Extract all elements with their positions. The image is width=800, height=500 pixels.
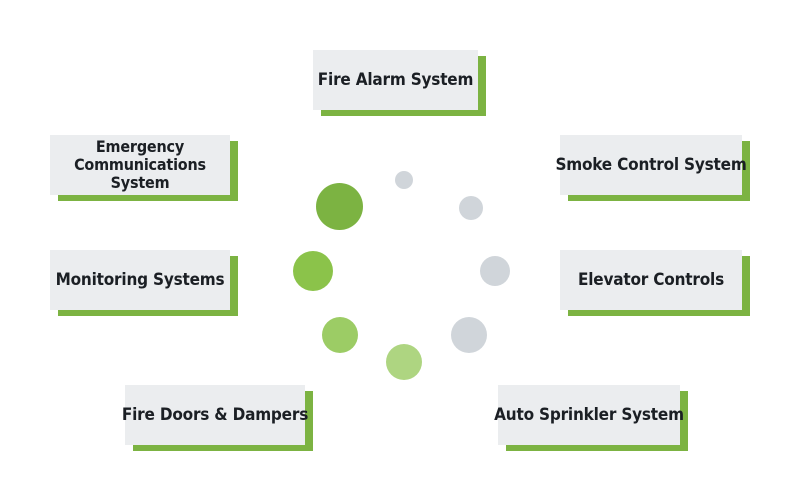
smoke-control-system-label: Smoke Control System <box>555 155 747 175</box>
fire-doors-dampers-label: Fire Doors & Dampers <box>121 405 309 425</box>
box-card: Auto Sprinkler System <box>494 385 684 445</box>
emergency-communications-system-box: Emergency Communications System <box>50 135 238 201</box>
auto-sprinkler-system-label: Auto Sprinkler System <box>494 405 684 425</box>
emergency-communications-system-label: Emergency Communications System <box>74 137 206 192</box>
fire-doors-dampers-box: Fire Doors & Dampers <box>121 385 313 451</box>
box-card: Fire Doors & Dampers <box>121 385 309 445</box>
loader-dot <box>395 171 413 189</box>
monitoring-systems-label: Monitoring Systems <box>55 270 225 290</box>
elevator-controls-label: Elevator Controls <box>578 270 724 290</box>
fire-alarm-system-box: Fire Alarm System <box>313 50 486 116</box>
box-card: Emergency Communications System <box>50 135 230 195</box>
loader-dot <box>386 344 422 380</box>
loader-dot <box>459 196 483 220</box>
monitoring-systems-box: Monitoring Systems <box>50 250 238 316</box>
loader-dot <box>451 317 487 353</box>
box-card: Elevator Controls <box>560 250 742 310</box>
box-card: Monitoring Systems <box>50 250 230 310</box>
loader-dot <box>316 183 363 230</box>
box-card: Fire Alarm System <box>313 50 478 110</box>
auto-sprinkler-system-box: Auto Sprinkler System <box>494 385 688 451</box>
loader-dot <box>480 256 510 286</box>
smoke-control-system-box: Smoke Control System <box>555 135 750 201</box>
box-card: Smoke Control System <box>555 135 747 195</box>
elevator-controls-box: Elevator Controls <box>560 250 750 316</box>
loader-dot <box>293 251 333 291</box>
loader-dot <box>322 317 358 353</box>
fire-alarm-system-label: Fire Alarm System <box>317 70 474 90</box>
